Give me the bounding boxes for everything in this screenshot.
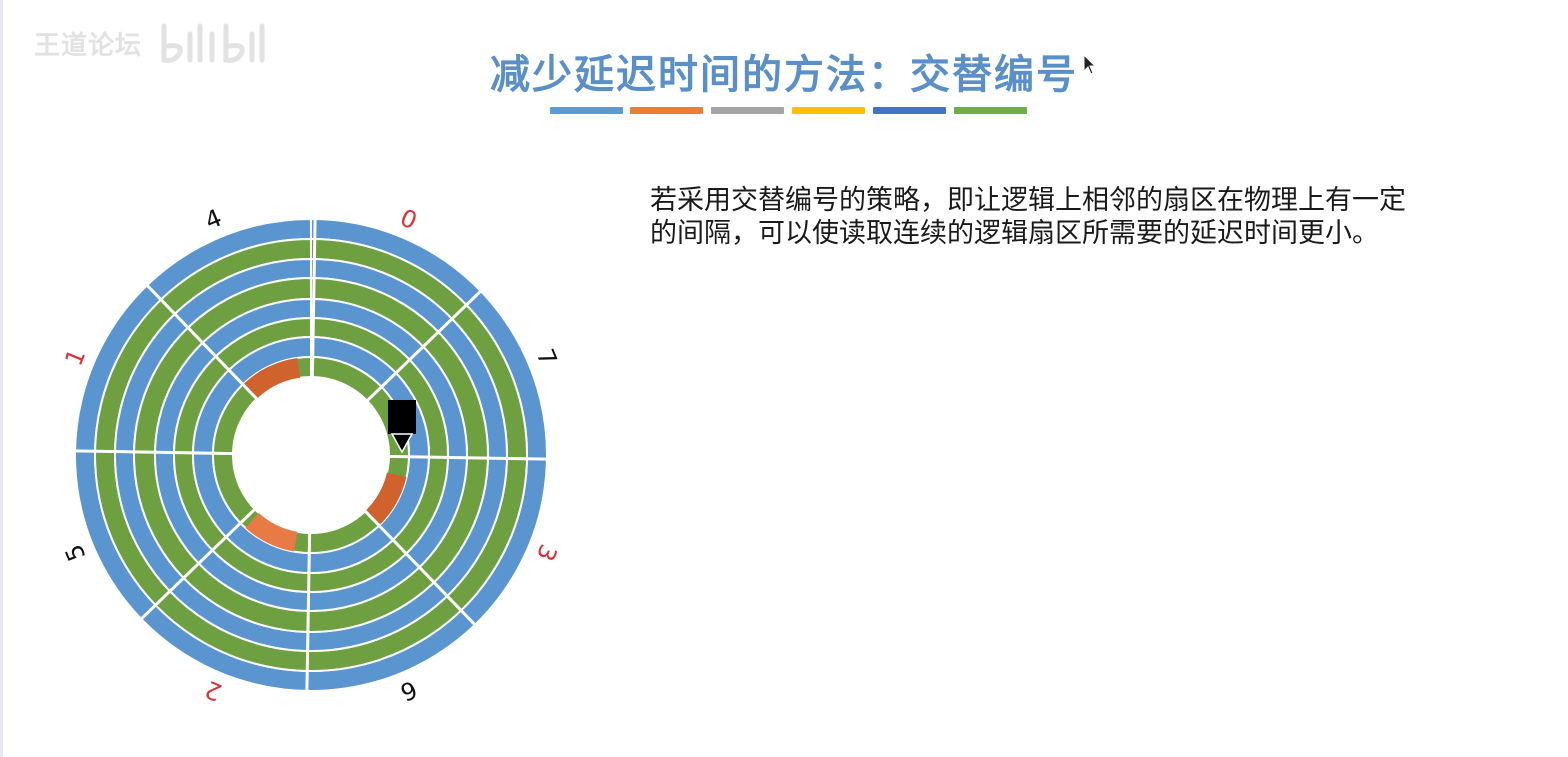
color-bar-6	[954, 107, 1027, 114]
bilibili-logo-icon	[161, 23, 265, 63]
sector-label-5: 5	[60, 540, 92, 565]
highlighted-sector-2	[245, 512, 298, 552]
sector-divider-3	[386, 454, 549, 461]
color-bar-2	[630, 107, 703, 114]
sector-label-2: 2	[201, 675, 226, 707]
color-bar-3	[711, 107, 784, 114]
color-bar-1	[550, 107, 623, 114]
window-edge	[0, 0, 3, 757]
sector-divider-5	[305, 530, 312, 693]
mouse-cursor-icon	[1083, 54, 1097, 75]
watermark: 王道论坛	[34, 18, 276, 68]
description-line-2: 的间隔，可以使读取连续的逻辑扇区所需要的延迟时间更小。	[650, 218, 1379, 249]
description-line-1: 若采用交替编号的策略，即让逻辑上相邻的扇区在物理上有一定	[650, 185, 1406, 216]
description-text: 若采用交替编号的策略，即让逻辑上相邻的扇区在物理上有一定 的间隔，可以使读取连续…	[650, 184, 1510, 250]
sector-label-6: 6	[396, 675, 421, 707]
sector-divider-7	[73, 449, 236, 456]
read-write-head-icon	[388, 400, 416, 454]
highlighted-sector-3	[241, 357, 301, 400]
sector-label-1: 1	[60, 345, 92, 370]
sector-divider-6	[138, 506, 258, 622]
color-bar-5	[873, 107, 946, 114]
track-ring-8	[212, 355, 410, 554]
sector-divider-2	[364, 288, 484, 404]
color-bar-4	[792, 107, 865, 114]
highlighted-sector-1	[366, 472, 407, 525]
watermark-text: 王道论坛	[34, 30, 143, 61]
sector-divider-4	[362, 508, 478, 628]
disk-diagram: 0 7 3 6 2 5 1 4	[60, 204, 563, 707]
sector-label-3: 3	[531, 540, 563, 565]
sector-label-7: 7	[531, 345, 563, 370]
sector-label-4: 4	[201, 204, 226, 236]
page-title: 减少延迟时间的方法：交替编号	[490, 51, 1078, 98]
sector-divider-8	[144, 282, 260, 402]
sector-label-0: 0	[396, 204, 421, 236]
sector-divider-1	[310, 217, 317, 380]
